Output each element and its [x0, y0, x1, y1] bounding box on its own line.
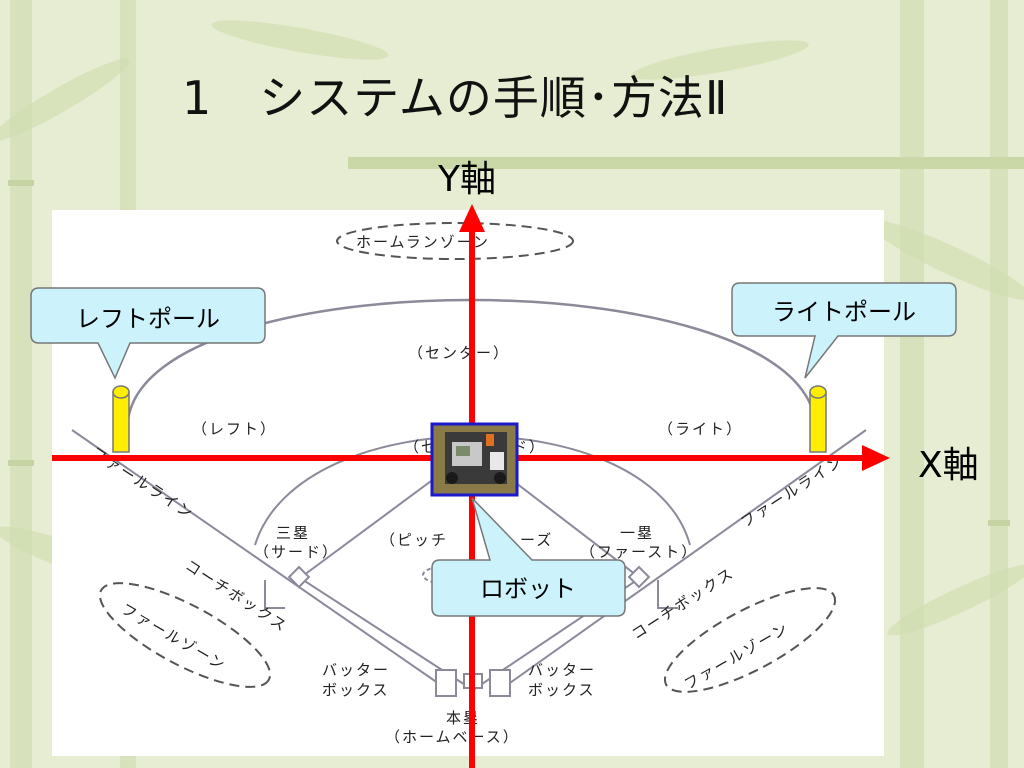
home-run-zone-ellipse: [336, 222, 574, 260]
label-batter-box-left-2: ボックス: [322, 681, 390, 699]
title-divider: [348, 157, 1024, 169]
label-foul-zone-right: ファールゾーン: [681, 619, 792, 694]
third-base: [287, 565, 311, 589]
right-foul-pole-icon: [809, 385, 827, 453]
label-right: （ライト）: [658, 420, 743, 438]
x-axis-label: X軸: [918, 445, 979, 486]
y-axis-arrowhead: [459, 204, 485, 232]
foul-zone-left-ellipse: [98, 582, 272, 688]
label-batter-box-right-2: ボックス: [528, 681, 596, 699]
foul-line-right: [499, 429, 867, 691]
callout-right-pole-label: ライトポール: [772, 298, 916, 326]
label-pitcher-start: （ピッチ: [380, 531, 448, 549]
batter-box-left: [435, 669, 457, 697]
foul-zone-right-ellipse: [663, 587, 837, 693]
label-batter-box-left-1: バッター: [322, 661, 390, 679]
label-first-base: 一塁: [620, 524, 654, 542]
batter-box-right: [489, 669, 511, 697]
label-center: （センター）: [408, 344, 510, 362]
label-third-base: 三塁: [276, 524, 310, 542]
y-axis-label: Y軸: [438, 159, 496, 200]
robot-photo-icon: [430, 422, 519, 497]
label-home-run-zone: ホームランゾーン: [356, 233, 490, 251]
coach-box-left: [264, 580, 285, 609]
label-home-base-reading: （ホームベース）: [385, 728, 520, 746]
label-left: （レフト）: [192, 420, 277, 438]
left-foul-pole-icon: [112, 385, 130, 453]
callout-left-pole: レフトポール: [30, 287, 266, 380]
label-second-base-end: ド）: [512, 438, 546, 456]
callout-robot: ロボット: [431, 497, 626, 617]
first-base: [627, 565, 651, 589]
callout-right-pole: ライトポール: [731, 282, 957, 379]
label-third-base-reading: （サード）: [254, 543, 339, 561]
label-coach-box-left: コーチボックス: [182, 556, 291, 636]
label-foul-line-right: ファールライン: [737, 451, 847, 531]
label-first-base-reading: （ファースト）: [580, 543, 698, 561]
callout-robot-label: ロボット: [480, 575, 576, 603]
slide-title: 1 システムの手順･方法Ⅱ: [182, 71, 729, 125]
x-axis-arrowhead: [862, 445, 890, 471]
callout-left-pole-label: レフトポール: [76, 305, 220, 333]
label-pitcher-end: ーズ: [520, 531, 553, 549]
coach-box-right: [657, 580, 678, 609]
label-second-base-start: （セ: [404, 438, 438, 456]
label-batter-box-right-1: バッター: [528, 661, 596, 679]
foul-line-left: [71, 429, 449, 691]
